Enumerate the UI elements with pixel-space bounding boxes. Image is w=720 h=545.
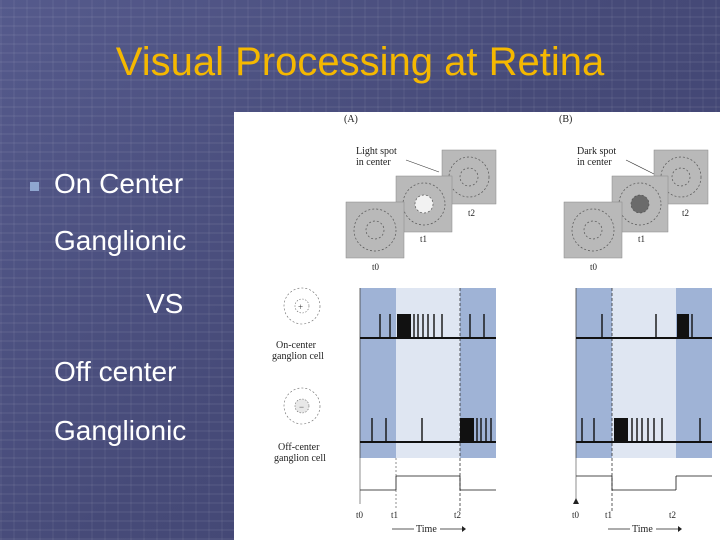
panel-b-stimulus: Dark spot in center t2 t1 t0 [563, 146, 709, 272]
off-center-receptive-field-icon: − Off-center ganglion cell [274, 387, 326, 464]
svg-text:t1: t1 [420, 234, 427, 244]
svg-text:ganglion cell: ganglion cell [274, 453, 326, 464]
bullet-line: Ganglionic [54, 415, 187, 446]
panel-b-response: t0 t1 t2 Time [572, 288, 712, 535]
svg-text:Time: Time [416, 524, 437, 535]
svg-text:t1: t1 [605, 510, 612, 520]
svg-text:Off-center: Off-center [278, 442, 320, 453]
panel-a-label: (A) [344, 114, 358, 125]
svg-text:Dark spot: Dark spot [577, 146, 616, 157]
square-bullet-icon [30, 182, 39, 191]
svg-text:t1: t1 [391, 510, 398, 520]
svg-text:in center: in center [577, 157, 612, 168]
svg-text:t1: t1 [638, 234, 645, 244]
svg-text:+: + [298, 302, 303, 312]
svg-text:t0: t0 [356, 510, 364, 520]
ganglion-response-diagram: (A) (B) Light spot in center t2 t1 t0 Da… [272, 114, 712, 535]
svg-text:t0: t0 [590, 262, 598, 272]
retina-figure: (A) (B) Light spot in center t2 t1 t0 Da… [234, 112, 720, 540]
svg-text:t0: t0 [372, 262, 380, 272]
svg-text:t2: t2 [669, 510, 676, 520]
panel-b-label: (B) [559, 114, 572, 125]
on-center-receptive-field-icon: + On-center ganglion cell [272, 287, 324, 362]
svg-text:Time: Time [632, 524, 653, 535]
svg-text:−: − [299, 402, 304, 412]
bullet-line: VS [146, 288, 184, 319]
svg-text:On-center: On-center [276, 340, 317, 351]
svg-text:in center: in center [356, 157, 391, 168]
bullet-line: Ganglionic [54, 225, 187, 256]
bullet-line: Off center [54, 356, 177, 387]
svg-text:t0: t0 [572, 510, 580, 520]
svg-text:t2: t2 [682, 208, 689, 218]
svg-text:t2: t2 [454, 510, 461, 520]
svg-text:t2: t2 [468, 208, 475, 218]
panel-a-stimulus: Light spot in center t2 t1 t0 [345, 146, 497, 272]
svg-text:Light spot: Light spot [356, 146, 397, 157]
svg-text:ganglion cell: ganglion cell [272, 351, 324, 362]
bullet-item: On Center [30, 168, 183, 200]
slide-title: Visual Processing at Retina [115, 40, 605, 84]
panel-a-response: t0 t1 t2 Time [356, 288, 496, 535]
